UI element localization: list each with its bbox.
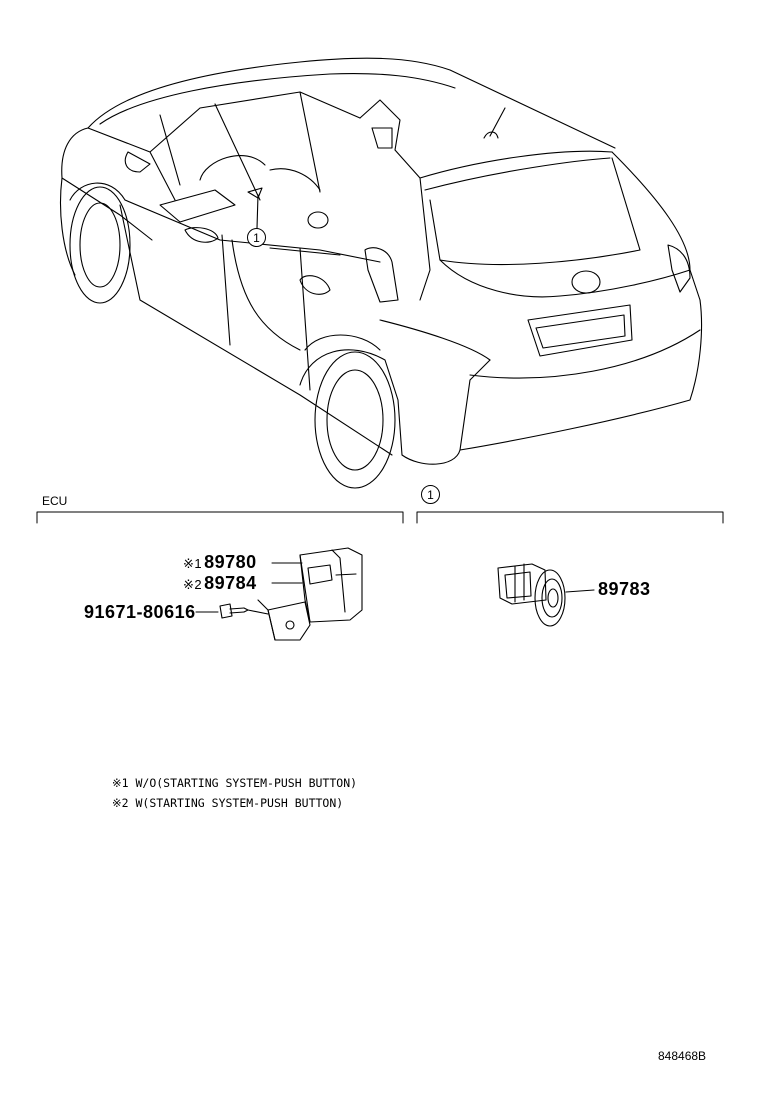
- vehicle-illustration: [59, 57, 703, 489]
- vehicle-callout-1: 1: [247, 228, 266, 247]
- note-marker-1: ※1: [183, 556, 203, 571]
- diagram-code: 848468B: [658, 1049, 707, 1063]
- ecu-assembly-drawing: [195, 547, 363, 641]
- part-number-89783[interactable]: 89783: [598, 579, 651, 599]
- note-2: ※2 W(STARTING SYSTEM-PUSH BUTTON): [112, 796, 344, 810]
- section-brackets: [36, 511, 724, 524]
- section-title-ecu: ECU: [42, 494, 68, 508]
- note-marker-2: ※2: [183, 577, 203, 592]
- part-number-89780[interactable]: 89780: [204, 552, 257, 572]
- sensor-drawing: [497, 563, 595, 627]
- part-number-89784[interactable]: 89784: [204, 573, 257, 593]
- part-number-91671-80616[interactable]: 91671-80616: [84, 602, 196, 622]
- section-callout-1: 1: [421, 485, 440, 504]
- note-1: ※1 W/O(STARTING SYSTEM-PUSH BUTTON): [112, 776, 358, 790]
- bolt-drawing: [219, 603, 269, 619]
